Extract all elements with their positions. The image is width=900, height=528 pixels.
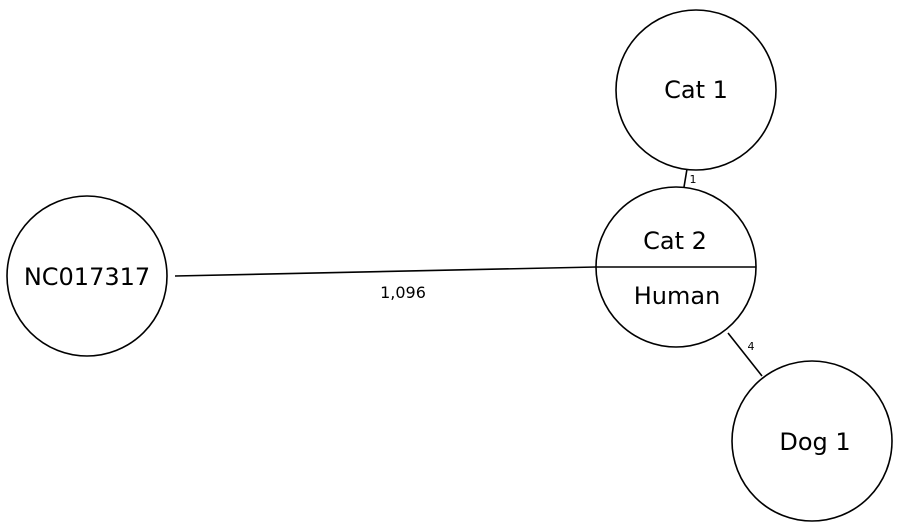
node-dog1-label: Dog 1 [779,428,850,456]
node-cat1: Cat 1 [615,9,777,171]
node-dog1: Dog 1 [731,360,893,522]
edge-cat2-to-dog1-weight: 4 [748,340,755,353]
node-cat1-label: Cat 1 [664,76,728,104]
node-human-label: Human [634,282,721,310]
edge-nc017317-to-cat2 [174,266,597,277]
node-nc017317: NC017317 [6,195,168,357]
edge-nc017317-to-cat2-weight: 1,096 [380,283,426,302]
edge-cat1-to-cat2-weight: 1 [690,173,697,186]
node-cat2-human: Cat 2 Human [595,186,757,348]
edge-cat1-to-cat2 [683,168,688,188]
node-nc017317-label: NC017317 [24,263,150,291]
node-cat2-label: Cat 2 [643,227,707,255]
edge-cat2-to-dog1 [727,332,763,377]
